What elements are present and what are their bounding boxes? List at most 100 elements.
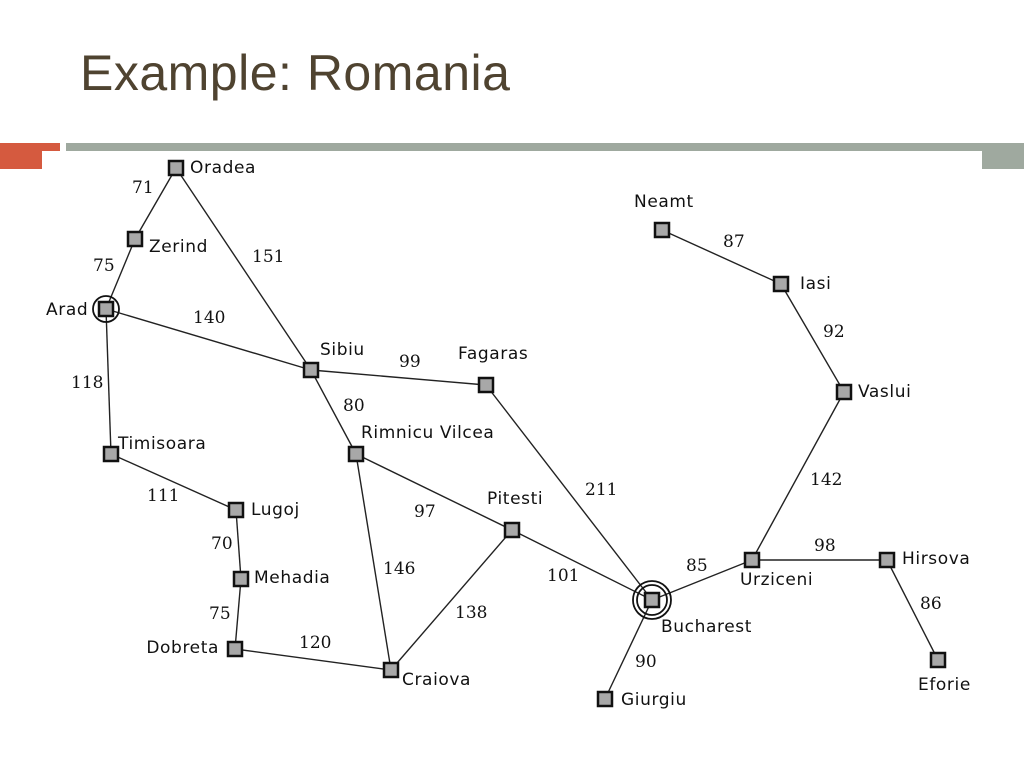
city-label-fagaras: Fagaras	[458, 344, 528, 364]
road-vaslui-iasi	[780, 283, 845, 393]
distance-label-oradea-sibiu: 151	[252, 247, 284, 267]
city-label-hirsova: Hirsova	[902, 549, 970, 569]
city-label-arad: Arad	[46, 300, 88, 320]
road-craiova-pitesti	[390, 529, 513, 671]
goal-marker-ring-outer	[632, 580, 672, 620]
city-node-urziceni	[743, 551, 761, 569]
city-node-giurgiu	[596, 690, 614, 708]
distance-label-sibiu-fagaras: 99	[399, 352, 421, 372]
city-marker-eforie	[929, 651, 947, 669]
distance-label-craiova-pitesti: 138	[455, 603, 487, 623]
city-label-iasi: Iasi	[800, 274, 831, 294]
distance-label-rimnicu-pitesti: 97	[414, 502, 436, 522]
distance-label-mehadia-dobreta: 75	[209, 604, 231, 624]
distance-label-sibiu-rimnicu: 80	[343, 396, 365, 416]
title-rule-bar	[66, 143, 1024, 151]
distance-label-lugoj-mehadia: 70	[211, 534, 233, 554]
city-marker-sibiu	[302, 361, 320, 379]
distance-label-arad-timisoara: 118	[71, 373, 103, 393]
city-node-hirsova	[878, 551, 896, 569]
distance-label-urziceni-vaslui: 142	[810, 470, 842, 490]
distance-label-iasi-neamt: 87	[723, 232, 745, 252]
city-marker-pitesti	[503, 521, 521, 539]
road-oradea-sibiu	[175, 167, 312, 371]
city-node-dobreta	[226, 640, 244, 658]
city-node-neamt	[653, 221, 671, 239]
title-rule-accent-tab	[0, 151, 42, 169]
city-marker-neamt	[653, 221, 671, 239]
road-bucharest-giurgiu	[604, 599, 653, 700]
road-rimnicu-craiova	[355, 453, 392, 671]
title-rule-accent	[0, 143, 60, 151]
city-marker-fagaras	[477, 376, 495, 394]
city-node-lugoj	[227, 501, 245, 519]
road-fagaras-bucharest	[485, 384, 653, 601]
road-oradea-zerind	[134, 167, 177, 240]
title-rule-end-tab	[982, 151, 1024, 169]
city-label-zerind: Zerind	[149, 237, 208, 257]
city-marker-urziceni	[743, 551, 761, 569]
distance-label-dobreta-craiova: 120	[299, 633, 331, 653]
city-node-rimnicu	[347, 445, 365, 463]
road-sibiu-fagaras	[310, 369, 487, 386]
city-node-timisoara	[102, 445, 120, 463]
city-marker-mehadia	[232, 570, 250, 588]
city-marker-bucharest	[643, 591, 661, 609]
city-label-timisoara: Timisoara	[117, 434, 206, 454]
city-marker-oradea	[167, 159, 185, 177]
city-marker-hirsova	[878, 551, 896, 569]
city-marker-iasi	[772, 275, 790, 293]
city-label-giurgiu: Giurgiu	[621, 690, 687, 710]
city-marker-vaslui	[835, 383, 853, 401]
city-node-bucharest	[632, 580, 672, 620]
city-label-urziceni: Urziceni	[740, 570, 813, 590]
distance-label-zerind-arad: 75	[93, 256, 115, 276]
road-bucharest-urziceni	[651, 559, 753, 601]
city-node-mehadia	[232, 570, 250, 588]
road-arad-timisoara	[105, 308, 112, 455]
road-arad-sibiu	[105, 308, 312, 371]
road-lugoj-mehadia	[235, 509, 242, 580]
city-node-oradea	[167, 159, 185, 177]
city-node-vaslui	[835, 383, 853, 401]
distance-label-fagaras-bucharest: 211	[585, 480, 617, 500]
road-timisoara-lugoj	[110, 453, 237, 511]
distance-label-hirsova-eforie: 86	[920, 594, 942, 614]
city-node-eforie	[929, 651, 947, 669]
city-label-rimnicu: Rimnicu Vilcea	[361, 423, 494, 443]
road-urziceni-vaslui	[751, 391, 845, 561]
distance-label-pitesti-bucharest: 101	[547, 566, 579, 586]
road-rimnicu-pitesti	[355, 453, 513, 531]
distance-label-bucharest-giurgiu: 90	[635, 652, 657, 672]
city-labels-layer: OradeaZerindAradTimisoaraLugojMehadiaDob…	[46, 158, 971, 710]
city-label-mehadia: Mehadia	[254, 568, 330, 588]
distance-label-timisoara-lugoj: 111	[147, 486, 179, 506]
distance-label-oradea-zerind: 71	[132, 178, 154, 198]
road-iasi-neamt	[661, 229, 782, 285]
city-label-dobreta: Dobreta	[146, 638, 219, 658]
road-dobreta-craiova	[234, 648, 392, 671]
city-node-arad	[92, 295, 120, 323]
distance-label-vaslui-iasi: 92	[823, 322, 845, 342]
city-label-oradea: Oradea	[190, 158, 256, 178]
slide-title: Example: Romania	[80, 45, 511, 101]
city-label-eforie: Eforie	[918, 675, 971, 695]
city-node-fagaras	[477, 376, 495, 394]
city-marker-lugoj	[227, 501, 245, 519]
city-label-craiova: Craiova	[402, 670, 471, 690]
start-marker-ring	[92, 295, 120, 323]
city-node-craiova	[382, 661, 400, 679]
city-marker-craiova	[382, 661, 400, 679]
city-marker-rimnicu	[347, 445, 365, 463]
road-sibiu-rimnicu	[310, 369, 357, 455]
goal-marker-ring-inner	[636, 584, 668, 616]
city-label-bucharest: Bucharest	[661, 617, 752, 637]
city-label-neamt: Neamt	[634, 192, 694, 212]
distance-label-bucharest-urziceni: 85	[686, 556, 708, 576]
city-marker-zerind	[126, 230, 144, 248]
city-marker-arad	[97, 300, 115, 318]
city-node-sibiu	[302, 361, 320, 379]
roads-layer	[105, 167, 939, 700]
road-hirsova-eforie	[886, 559, 939, 661]
